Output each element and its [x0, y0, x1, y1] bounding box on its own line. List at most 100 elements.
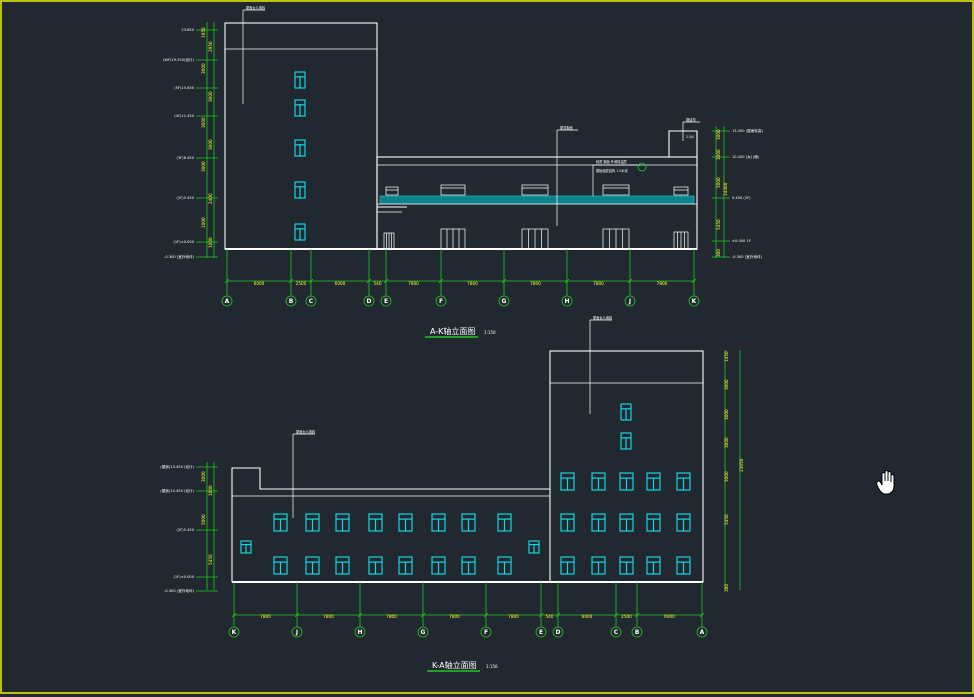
opening-frame [521, 184, 549, 196]
dim-label: 3600 [201, 63, 206, 74]
level-label: 23.650 [181, 28, 194, 32]
dim-label: 3000 [716, 149, 721, 160]
level-label: 13.450 (屋面标高) [732, 128, 763, 133]
window [305, 513, 320, 532]
window [619, 472, 634, 491]
dim-label: 7800 [408, 281, 419, 286]
dim-label: 6000 [254, 281, 265, 286]
level-label: (屋面)13.450 (设计) [160, 464, 194, 469]
window [560, 556, 575, 575]
axis-label: F [439, 298, 443, 305]
axis-label: B [635, 629, 640, 636]
drawing-scale: 1:150 [484, 330, 496, 335]
dim-label: 300 [716, 249, 721, 257]
dim-tick [294, 612, 300, 618]
door [383, 232, 395, 250]
dim-label: 5000 [201, 514, 206, 525]
window [431, 513, 446, 532]
axis-bubble [631, 626, 643, 638]
window [676, 472, 691, 491]
axis-bubble [688, 295, 700, 307]
window [620, 432, 632, 450]
dim-label: 5450 [724, 514, 729, 525]
axis-label: J [628, 298, 631, 305]
dim-label: 6000 [582, 614, 593, 619]
dim-tick [383, 278, 389, 284]
dim-label: 2400 [208, 193, 213, 204]
svg-text:屋面女儿墙线: 屋面女儿墙线 [593, 315, 613, 320]
dim-label: 5000 [724, 471, 729, 482]
opening-frame [440, 184, 466, 196]
window [294, 71, 306, 89]
level-label: (1F)±0.000 [174, 240, 195, 244]
dim-label: 7800 [449, 614, 460, 619]
dim-label: 3000 [201, 471, 206, 482]
dim-label: 7800 [386, 614, 397, 619]
dim-tick [501, 278, 507, 284]
level-label: (屋面)10.450 (设计) [160, 488, 194, 493]
dim-label: 5450 [208, 554, 213, 565]
right-levels: 13.450 (屋面标高)10.450 (女儿墙)5.450 (2F)±0.00… [712, 128, 763, 259]
window [294, 99, 306, 117]
level-label: (1F)±0.000 [174, 575, 195, 579]
dim-tick [564, 278, 570, 284]
dim-label: 5000 [716, 177, 721, 188]
canopy-band [379, 195, 695, 205]
window [240, 540, 252, 554]
dim-tick [420, 612, 426, 618]
window [646, 556, 661, 575]
axis-label: E [539, 629, 543, 636]
dim-label: 3000 [716, 129, 721, 140]
dim-tick [366, 278, 372, 284]
dim-tick [627, 278, 633, 284]
tower-outline [549, 350, 704, 583]
tower-outline [224, 22, 378, 250]
hand-pan-icon [876, 470, 895, 495]
level-label: (3F)8.450 [177, 156, 195, 160]
window [294, 139, 306, 157]
window [646, 513, 661, 532]
axis-bubble [285, 295, 297, 307]
dim-label: 7800 [260, 614, 271, 619]
axis-bubble [610, 626, 622, 638]
dim-label: 3000 [201, 161, 206, 172]
window [273, 513, 288, 532]
axis-bubble [696, 626, 708, 638]
axis-bubble [291, 626, 303, 638]
dim-tick [438, 278, 444, 284]
window [273, 556, 288, 575]
dim-tick [224, 278, 230, 284]
dim-label: 7800 [530, 281, 541, 286]
dim-tick [634, 612, 640, 618]
window [591, 513, 606, 532]
axis-label: H [357, 629, 362, 636]
door [673, 231, 689, 250]
tower-windows [294, 71, 306, 241]
dim-tick [231, 612, 237, 618]
window [560, 472, 575, 491]
axis-label: F [484, 629, 488, 636]
window [676, 556, 691, 575]
axis-bubble [552, 626, 564, 638]
level-label: ±0.000 1F [732, 239, 751, 243]
level-label: 10.450 (女儿墙) [732, 154, 760, 159]
axis-label: G [502, 298, 507, 305]
upper-opening [385, 186, 399, 196]
axis-bubble [624, 295, 636, 307]
low-block-openings [383, 184, 689, 250]
window [620, 403, 632, 421]
dim-label: 2500 [296, 281, 307, 286]
dim-label: 3000 [208, 91, 213, 102]
axis-bubble [417, 626, 429, 638]
dim-tick [357, 612, 363, 618]
dim-label: 1450 [724, 351, 729, 362]
door [440, 228, 466, 250]
dim-label: 7800 [508, 614, 519, 619]
upper-opening [440, 184, 466, 196]
